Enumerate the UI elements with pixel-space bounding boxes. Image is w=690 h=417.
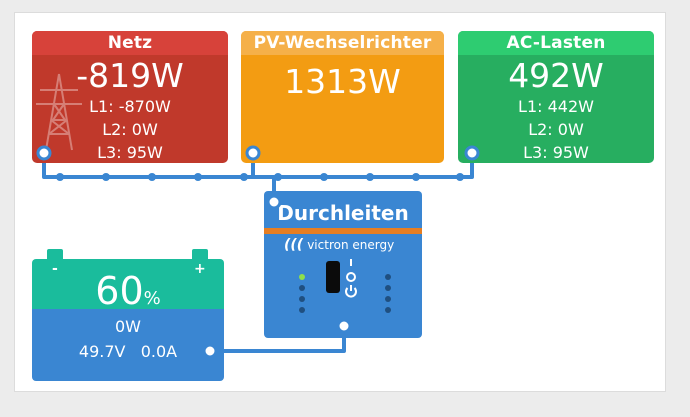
grid-title: Netz bbox=[32, 31, 228, 55]
inverter-mode: Durchleiten bbox=[277, 201, 409, 225]
battery-soc-area bbox=[32, 259, 224, 309]
ac-l2: L2: 0W bbox=[528, 120, 584, 139]
battery-lower-area bbox=[32, 309, 224, 381]
victron-logo: (((victron energy bbox=[284, 237, 394, 253]
grid-l3: L3: 95W bbox=[97, 143, 163, 162]
ac-l3: L3: 95W bbox=[523, 143, 589, 162]
ac-l1: L1: 442W bbox=[518, 97, 594, 116]
led-mains-on bbox=[299, 274, 305, 280]
pv-power: 1313W bbox=[284, 62, 401, 101]
battery-soc: 60% bbox=[32, 269, 224, 321]
battery-soc-unit: % bbox=[143, 288, 161, 309]
power-pylon-icon bbox=[36, 73, 82, 151]
led-indicator bbox=[385, 296, 391, 302]
grid-tile[interactable]: Netz -819W L1: -870W L2: 0W L3: 95W bbox=[32, 31, 228, 163]
battery-power: 0W bbox=[115, 317, 141, 336]
led-indicator bbox=[299, 285, 305, 291]
led-indicator bbox=[385, 274, 391, 280]
led-indicator bbox=[299, 307, 305, 313]
battery-terminal-plus bbox=[192, 249, 208, 259]
battery-tile[interactable]: - + 60% 0W 49.7V 0.0A bbox=[32, 259, 224, 381]
power-icon bbox=[345, 259, 357, 298]
led-indicator bbox=[299, 296, 305, 302]
pv-inverter-tile[interactable]: PV-Wechselrichter 1313W bbox=[241, 31, 444, 163]
battery-voltage-current: 49.7V 0.0A bbox=[78, 342, 178, 361]
ac-power: 492W bbox=[508, 56, 604, 95]
inverter-tile[interactable]: Durchleiten (((victron energy bbox=[264, 191, 422, 338]
toggle-switch-icon bbox=[326, 261, 340, 293]
pv-title: PV-Wechselrichter bbox=[241, 31, 444, 55]
battery-minus-label: - bbox=[52, 261, 58, 277]
grid-power: -819W bbox=[76, 56, 184, 95]
battery-terminal-minus bbox=[47, 249, 63, 259]
ac-title: AC-Lasten bbox=[458, 31, 654, 55]
victron-brand: victron energy bbox=[307, 238, 395, 252]
ac-loads-tile[interactable]: AC-Lasten 492W L1: 442W L2: 0W L3: 95W bbox=[458, 31, 654, 163]
battery-plus-label: + bbox=[194, 261, 206, 277]
led-indicator bbox=[385, 307, 391, 313]
grid-l1: L1: -870W bbox=[89, 97, 171, 116]
led-indicator bbox=[385, 285, 391, 291]
inverter-stripe bbox=[264, 228, 422, 234]
grid-l2: L2: 0W bbox=[102, 120, 158, 139]
victron-logo-mark: ((( bbox=[284, 237, 304, 253]
battery-soc-value: 60 bbox=[95, 269, 144, 313]
